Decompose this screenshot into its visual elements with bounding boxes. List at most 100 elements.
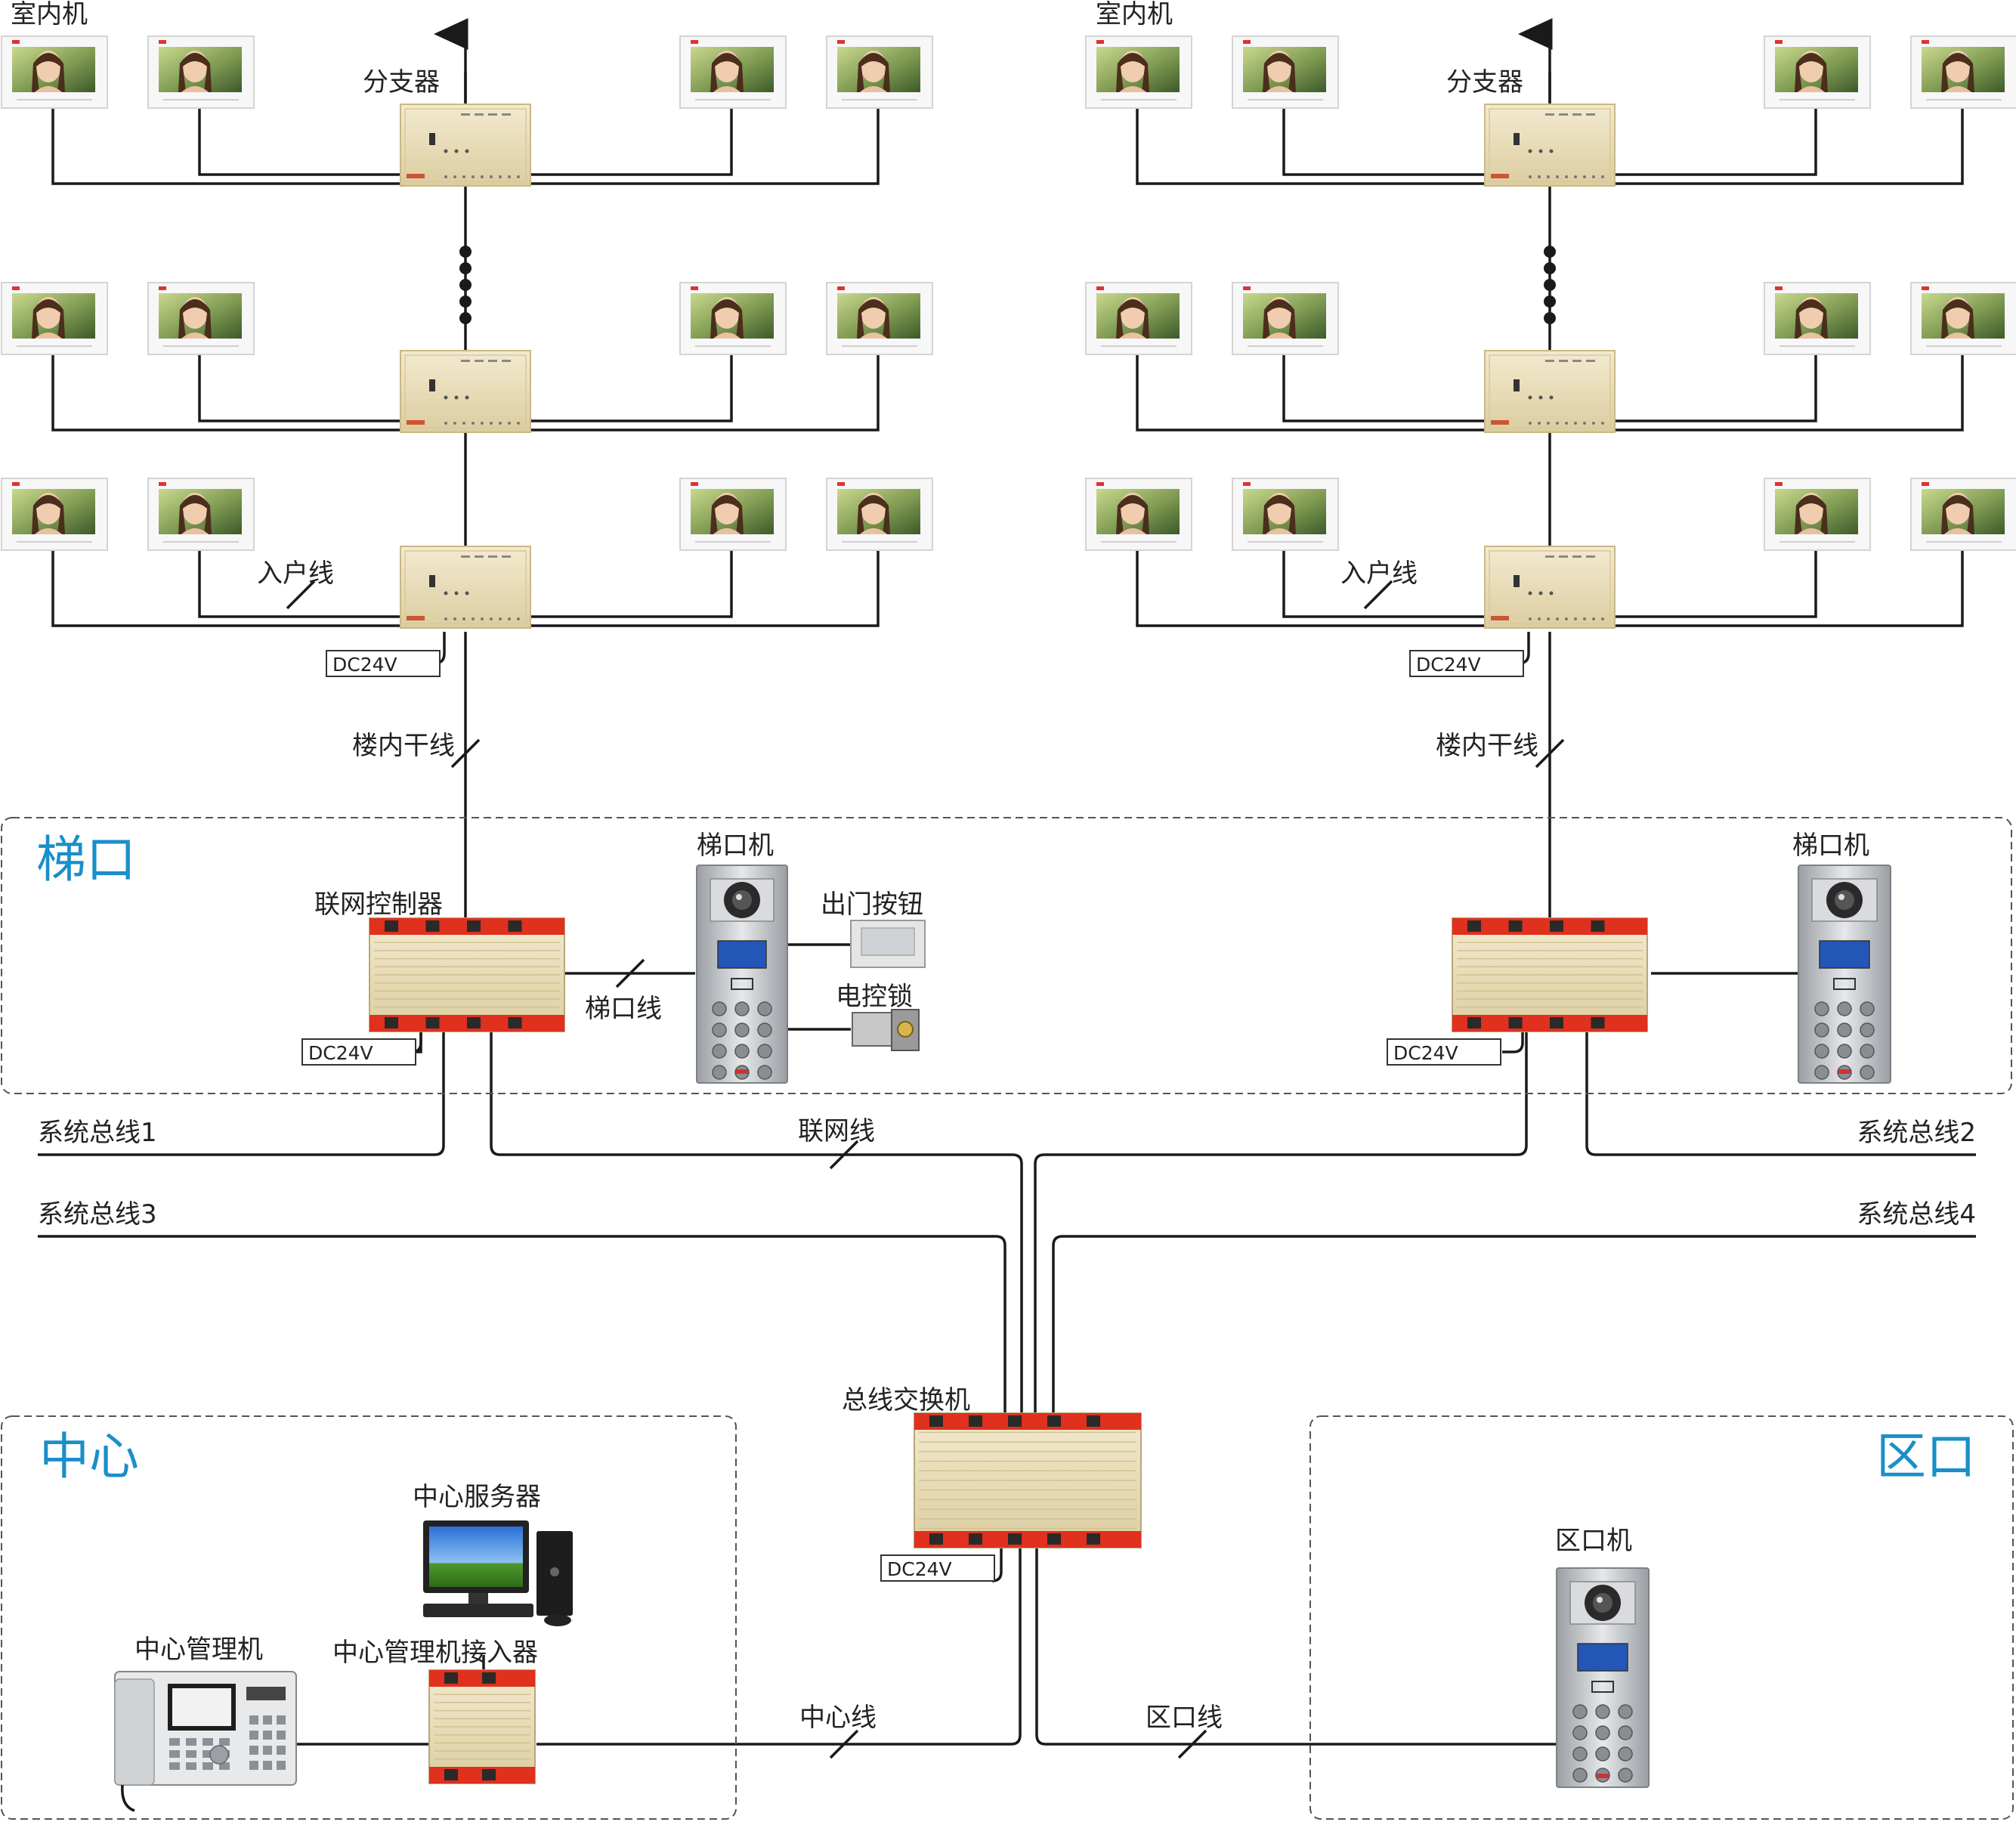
indoor-monitor-icon [1764, 282, 1871, 355]
area-unit-label: 区口机 [1555, 1526, 1632, 1556]
indoor-monitor-icon [147, 282, 255, 355]
center-server-label: 中心服务器 [413, 1482, 541, 1512]
indoor-monitor-icon [679, 36, 787, 109]
indoor-monitor-icon [1, 36, 108, 109]
power-box [1409, 650, 1524, 677]
indoor-monitor-icon [826, 478, 933, 551]
continuation-dot [459, 295, 472, 308]
indoor-monitor-icon [1, 478, 108, 551]
center-adapter-label: 中心管理机接入器 [332, 1638, 538, 1668]
indoor-unit-label: 室内机 [11, 0, 88, 29]
exit-button-label: 出门按钮 [821, 889, 923, 920]
indoor-monitor-icon [679, 282, 787, 355]
network-line-slash [829, 1140, 859, 1170]
home-line [198, 550, 400, 618]
door-station-icon [696, 865, 788, 1084]
area-zone-title: 区口 [1876, 1428, 1976, 1486]
indoor-monitor-icon [147, 36, 255, 109]
indoor-monitor-icon [1085, 36, 1192, 109]
continuation-dot [459, 262, 472, 274]
center-line-label: 中心线 [799, 1703, 877, 1733]
area-line-slash [1177, 1729, 1207, 1759]
stair-zone-border [1, 817, 2012, 1094]
home-line [1615, 550, 1964, 627]
system-bus-2-label: 系统总线2 [1857, 1118, 1976, 1148]
power-label: DC24V [1393, 1042, 1458, 1064]
home-line [51, 550, 400, 627]
door-station-icon [1798, 865, 1891, 1084]
home-line-slash [286, 580, 316, 610]
area-line [1035, 1548, 1557, 1746]
network-controller-icon [914, 1412, 1142, 1548]
power-box [1387, 1038, 1501, 1066]
net-controller-label: 联网控制器 [314, 889, 443, 920]
devices [1, 36, 2016, 1820]
home-line [530, 108, 880, 185]
center-line [536, 1548, 1022, 1746]
home-line [530, 108, 733, 176]
power-label: DC24V [887, 1558, 952, 1580]
bus-switch-label: 总线交换机 [842, 1385, 970, 1415]
electric-lock-icon [852, 1009, 920, 1051]
splitter-box-icon [1484, 350, 1616, 433]
home-line [1282, 354, 1485, 422]
continuation-dot [1544, 262, 1556, 274]
network-line-label: 联网线 [798, 1116, 875, 1146]
home-line [1615, 108, 1817, 176]
splitter-box-icon [1484, 546, 1616, 629]
area-zone-border [1309, 1415, 2014, 1820]
indoor-monitor-icon [1764, 478, 1871, 551]
center-line-slash [829, 1729, 859, 1759]
network-line-left [490, 1032, 1023, 1413]
indoor-monitor-icon [826, 36, 933, 109]
stair-line-slash [615, 958, 645, 988]
wiring [38, 18, 1976, 1759]
indoor-monitor-icon [1232, 282, 1339, 355]
indoor-monitor-icon [1764, 36, 1871, 109]
indoor-monitor-icon [1232, 478, 1339, 551]
center-zone-title: 中心 [39, 1428, 139, 1486]
stair-unit-label: 梯口机 [697, 831, 774, 861]
splitter-label: 分支器 [363, 67, 440, 97]
indoor-unit-label: 室内机 [1096, 0, 1173, 29]
home-line [530, 354, 880, 432]
power-label: DC24V [1416, 654, 1481, 676]
center-manager-label: 中心管理机 [135, 1635, 263, 1665]
system-bus-1-label: 系统总线1 [38, 1118, 157, 1148]
indoor-monitor-icon [1910, 478, 2016, 551]
cable-slash-mark [1535, 738, 1565, 769]
home-line [1136, 354, 1485, 432]
network-controller-icon [1452, 917, 1648, 1032]
system-bus-2 [1585, 1032, 1976, 1156]
management-console-icon [114, 1671, 297, 1812]
home-line [1136, 550, 1485, 627]
splitter-box-icon [400, 104, 531, 187]
trunk-label: 楼内干线 [1436, 731, 1538, 761]
power-box [301, 1038, 416, 1066]
home-line [51, 108, 400, 185]
power-label: DC24V [332, 654, 397, 676]
network-controller-icon [428, 1669, 536, 1784]
exit-button-plate [861, 927, 915, 956]
home-line [530, 354, 733, 422]
indoor-monitor-icon [1, 282, 108, 355]
power-line [1502, 1029, 1524, 1053]
home-line [1282, 108, 1485, 176]
system-bus-1 [38, 1032, 445, 1156]
home-line-label: 入户线 [1340, 558, 1418, 589]
indoor-monitor-icon [1910, 282, 2016, 355]
continuation-dot [1544, 279, 1556, 291]
home-line [1615, 354, 1817, 422]
home-line [198, 108, 400, 176]
center-zone-border [1, 1415, 737, 1820]
continuation-dot [459, 246, 472, 258]
home-line [1282, 550, 1485, 618]
home-line [1615, 550, 1817, 618]
electric-lock-label: 电控锁 [836, 982, 913, 1012]
power-box [880, 1554, 995, 1582]
home-line [1136, 108, 1485, 185]
area-line-label: 区口线 [1146, 1703, 1223, 1733]
indoor-monitor-icon [679, 478, 787, 551]
home-line [1615, 108, 1964, 185]
